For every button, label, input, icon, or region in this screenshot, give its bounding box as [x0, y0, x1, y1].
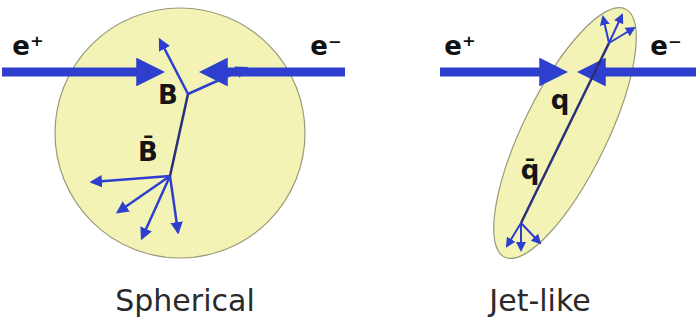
panel-caption: Jet-like	[489, 284, 590, 317]
beam-arrow	[440, 68, 545, 77]
particle-label: B̄	[138, 138, 158, 167]
panel-caption: Spherical	[115, 284, 254, 317]
beam-label: e⁺	[444, 32, 475, 61]
particle-arrow	[170, 176, 178, 232]
jet-ellipse: q q̄	[494, 8, 636, 258]
particle-label: q̄	[521, 156, 540, 185]
event-sphere: BB̄	[54, 7, 306, 259]
particle-arrow	[142, 176, 170, 238]
jet-arrow	[609, 28, 634, 43]
beam-arrow	[2, 68, 142, 77]
beam-arrow	[222, 68, 345, 77]
pair-line	[521, 43, 609, 223]
particle-arrow	[92, 176, 170, 182]
particle-label: B	[158, 81, 178, 110]
outline	[494, 8, 636, 258]
particle-arrow	[188, 68, 246, 94]
beam-label: e⁻	[650, 32, 681, 61]
jet-arrow	[521, 223, 540, 243]
jet-arrow	[507, 223, 521, 246]
beam-arrow	[600, 68, 696, 77]
jet-outline	[467, 0, 663, 275]
beam-label: e⁻	[310, 32, 341, 61]
sphere-outline	[55, 8, 305, 258]
jet-arrow	[520, 223, 522, 250]
jet-arrow	[603, 17, 609, 43]
outline	[54, 7, 306, 259]
particle-label: q	[551, 86, 570, 115]
beam-label: e⁺	[12, 32, 43, 61]
